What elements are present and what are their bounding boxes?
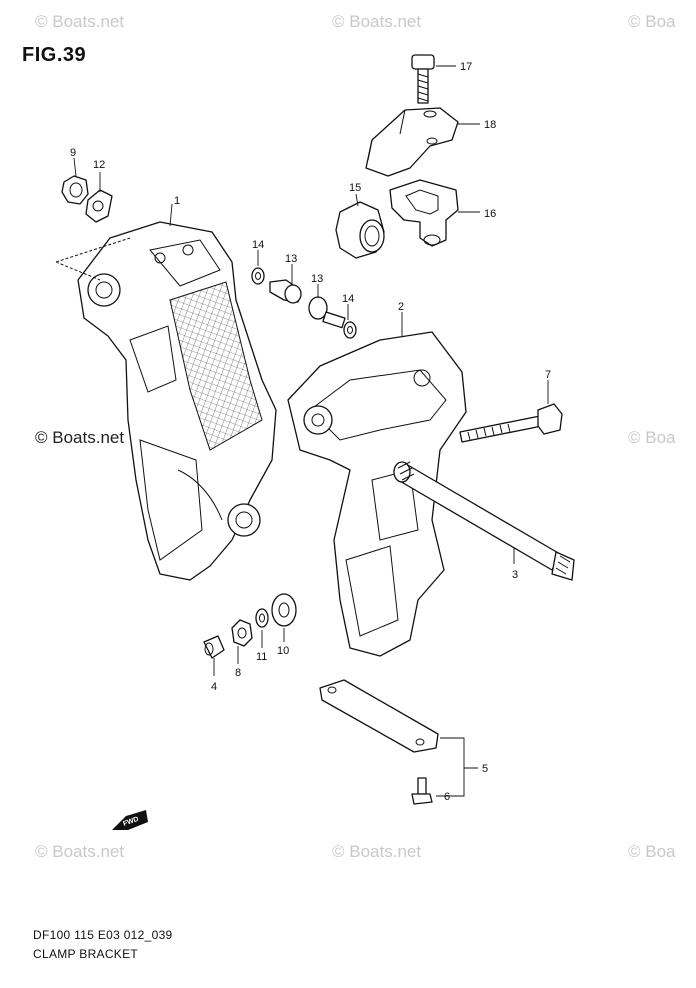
- callout-15: 15: [349, 182, 361, 194]
- figure-caption: CLAMP BRACKET: [33, 947, 139, 961]
- leader-lines: [73, 65, 549, 797]
- washer-11: [255, 608, 269, 628]
- bushing-4: [203, 635, 225, 659]
- watermark: © Boa: [628, 12, 676, 31]
- callout-8: 8: [235, 667, 241, 679]
- washer-14-left: [251, 267, 265, 285]
- washer-14-right: [343, 321, 357, 339]
- washer-10: [271, 593, 297, 627]
- watermark: © Boa: [628, 428, 676, 447]
- washer-12: [85, 189, 113, 223]
- watermark: © Boats.net: [35, 842, 125, 861]
- bolt-7: [459, 403, 563, 443]
- watermark: © Boats.net: [35, 12, 125, 31]
- callout-3: 3: [512, 569, 518, 581]
- callout-7: 7: [545, 369, 551, 381]
- watermark: © Boats.net: [332, 842, 422, 861]
- callout-1: 1: [174, 195, 180, 207]
- callout-9: 9: [70, 147, 76, 159]
- cover-plate-18: [365, 107, 459, 177]
- callout-4: 4: [211, 681, 217, 693]
- callout-12: 12: [93, 159, 105, 171]
- grommet-15: [335, 201, 385, 259]
- callout-2: 2: [398, 301, 404, 313]
- clamp-bracket-1: [55, 221, 277, 581]
- bolt-17: [411, 54, 435, 104]
- callout-14-left: 14: [252, 239, 264, 251]
- lock-bracket-16: [389, 179, 459, 247]
- model-code: DF100 115 E03 012_039: [33, 928, 173, 942]
- callout-numbers: 1 2 3 4 5 6 7 8 9 10 11 12 13 13 14 14 1…: [70, 61, 551, 803]
- tilt-tube-3: [393, 461, 575, 581]
- callout-14-right: 14: [342, 293, 354, 305]
- callout-13-left: 13: [285, 253, 297, 265]
- callout-11: 11: [256, 651, 267, 663]
- watermark-strong: © Boats.net: [35, 428, 125, 447]
- watermark: © Boa: [628, 842, 676, 861]
- screw-13-right: [308, 296, 346, 329]
- screw-13-left: [269, 279, 302, 304]
- watermark: © Boats.net: [332, 12, 422, 31]
- bolt-6: [411, 777, 433, 805]
- callout-10: 10: [277, 645, 289, 657]
- callout-5: 5: [482, 763, 488, 775]
- callout-13-right: 13: [311, 273, 323, 285]
- callout-17: 17: [460, 61, 472, 73]
- nut-9: [61, 175, 89, 205]
- clamp-bracket-2: [287, 331, 467, 657]
- callout-16: 16: [484, 208, 496, 220]
- nut-8: [231, 619, 253, 647]
- plate-5: [319, 679, 439, 753]
- fwd-arrow-icon: FWD: [112, 810, 148, 830]
- callout-18: 18: [484, 119, 496, 131]
- figure-title: FIG.39: [22, 44, 87, 66]
- callout-6: 6: [444, 791, 450, 803]
